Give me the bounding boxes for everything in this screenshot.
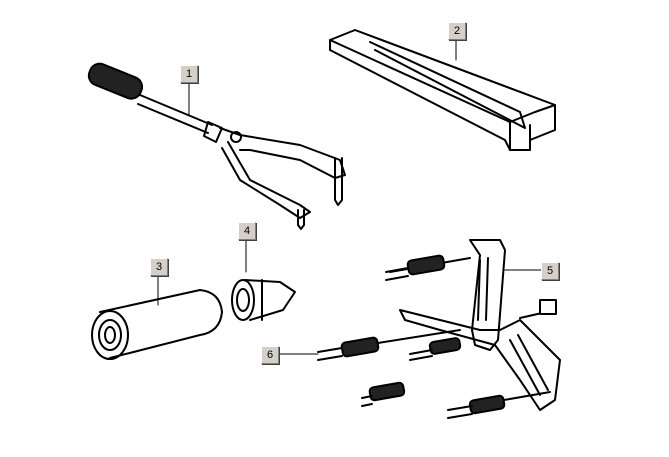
callout-2[interactable]: 2	[448, 22, 466, 40]
callout-4[interactable]: 4	[238, 222, 256, 240]
tool-2-drawing	[329, 29, 556, 151]
callout-1[interactable]: 1	[180, 65, 198, 83]
callout-3[interactable]: 3	[150, 258, 168, 276]
tool-4-drawing	[231, 279, 296, 321]
tool-5-drawing	[317, 239, 561, 419]
tool-3-drawing	[91, 289, 223, 360]
leader-lines	[157, 37, 542, 355]
tool-1-drawing	[87, 62, 346, 230]
callout-5[interactable]: 5	[541, 262, 559, 280]
callout-6[interactable]: 6	[261, 346, 279, 364]
